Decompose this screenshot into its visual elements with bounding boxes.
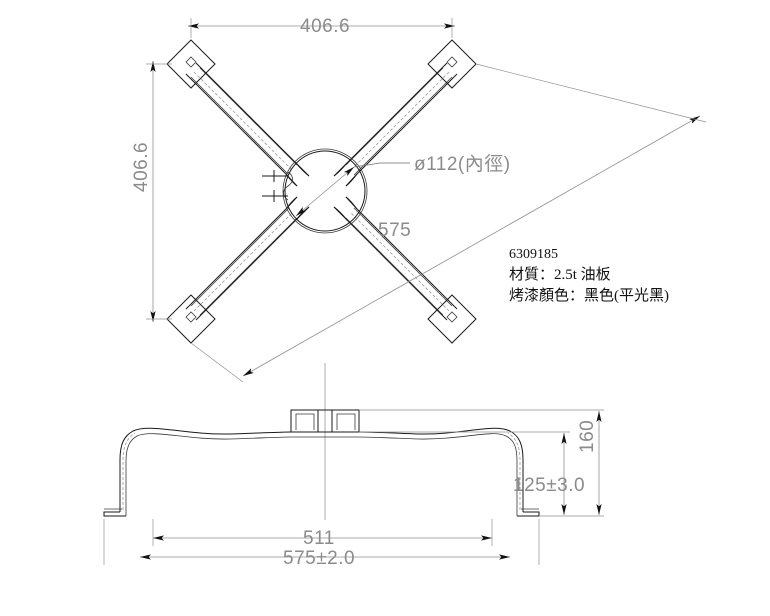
dim-outer-width-label: 575±2.0 <box>283 548 355 569</box>
dim-body-height-label: 125±3.0 <box>513 475 585 496</box>
dome-wall-hidden-right <box>507 432 521 510</box>
dim-diagonal-575 <box>190 63 707 383</box>
dim-bore <box>295 162 410 217</box>
raised-tab-right <box>331 409 360 432</box>
notes-block: 6309185 材質：2.5t 油板 烤漆顏色：黑色(平光黑) <box>509 247 669 304</box>
arm-bottom-right <box>333 196 477 344</box>
raised-tab-left <box>290 409 319 432</box>
dim-inner-width <box>152 519 493 546</box>
dome-outer-profile <box>119 427 524 512</box>
arm-bottom-left <box>166 196 310 344</box>
foot-flange-left <box>103 508 127 517</box>
dim-outer-width <box>103 519 540 565</box>
arm-top-left <box>166 39 310 187</box>
note-part-number: 6309185 <box>509 247 558 262</box>
dim-diagonal-label: 575 <box>378 220 411 241</box>
dim-bore-label: ø112(內徑) <box>414 153 511 175</box>
top-plan-view: ø112(內徑) 575 406.6 406.6 <box>131 16 707 383</box>
dim-top-width <box>188 18 455 38</box>
dim-inner-width-label: 511 <box>303 528 335 549</box>
note-paint-color: 烤漆顏色：黑色(平光黑) <box>509 286 669 304</box>
side-section-view: 125±3.0 160 511 575±2.0 <box>103 363 604 569</box>
dome-wall-hidden <box>122 432 136 510</box>
foot-flange-right <box>516 508 540 517</box>
note-material: 材質：2.5t 油板 <box>509 265 611 283</box>
dim-top-width-label: 406.6 <box>300 16 350 37</box>
dome-inner-profile <box>125 433 518 512</box>
dim-left-height <box>146 61 172 322</box>
dim-left-height-label: 406.6 <box>131 142 152 192</box>
dim-overall-height-label: 160 <box>577 420 598 453</box>
